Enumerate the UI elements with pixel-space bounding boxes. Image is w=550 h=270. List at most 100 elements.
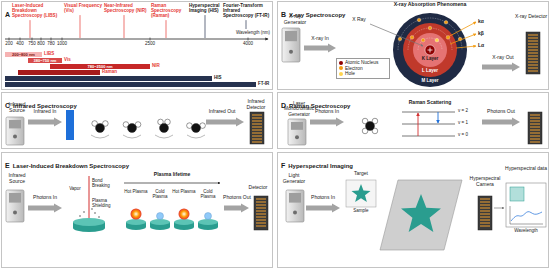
legend-swatch: [339, 61, 343, 65]
vapor-particle: [98, 216, 100, 218]
tick-label: 400: [12, 42, 28, 47]
range-leader: [246, 20, 247, 29]
block-arrow: [482, 63, 520, 72]
detector-stripe: [480, 220, 490, 221]
cold-plasma: [205, 213, 212, 220]
source-device: [6, 117, 24, 145]
level-label: v = 1: [458, 121, 478, 126]
panel: ELaser-Induced Breakdown Spectroscopy: [1, 152, 273, 268]
detector-stripe: [480, 208, 490, 209]
detector-device: [254, 196, 268, 230]
vapor-particle: [91, 208, 93, 210]
detector-stripe: [480, 226, 490, 227]
detector-stripe: [252, 130, 262, 131]
shell-particle: [444, 20, 448, 24]
device-knob: [13, 135, 17, 139]
technique-label: Raman Spectroscopy (Raman): [151, 3, 187, 18]
panel-letter: A: [5, 11, 10, 18]
detector-stripe: [528, 71, 538, 72]
detector-stripe: [480, 217, 490, 218]
emission-line-label: kα: [478, 19, 490, 25]
shell-particle: [435, 38, 439, 42]
shell-particle: [421, 38, 425, 42]
panel: BX-ray Spectroscopy: [277, 1, 549, 90]
arrow-label: Photons Out: [222, 195, 252, 201]
atom-ball: [366, 122, 375, 131]
source-device: [282, 28, 300, 62]
emission-line-label: Lα: [478, 43, 490, 49]
axis-title: Wavelength (nm): [234, 31, 272, 36]
detector-stripe: [480, 205, 490, 206]
detector-stripe: [530, 130, 540, 131]
layer-label: M Layer: [415, 79, 445, 84]
detector-stripe: [530, 139, 540, 140]
vibration-arc: [155, 135, 173, 138]
detector-stripe: [528, 44, 538, 45]
sample-label: Sample: [346, 209, 376, 214]
data-cube: [510, 187, 524, 201]
detector-stripe: [528, 68, 538, 69]
axis-tick: [32, 38, 33, 41]
source-device: [6, 190, 24, 222]
lifetime-arrow: [124, 183, 220, 184]
detector-stripe: [252, 127, 262, 128]
detector-stripe: [480, 214, 490, 215]
spectrum-curve: [511, 212, 542, 221]
detector-stripe: [480, 199, 490, 200]
axis-tick: [62, 38, 63, 41]
layer-label: K Layer: [415, 57, 445, 62]
device-label: Infrared Detector: [240, 99, 272, 110]
detector-stripe: [256, 217, 266, 218]
detector-stripe: [530, 124, 540, 125]
detector-stripe: [530, 133, 540, 134]
device-knob: [293, 210, 297, 214]
detector-device: [478, 196, 492, 230]
atom-shell: [393, 13, 467, 87]
atomic-nucleus: [425, 45, 435, 55]
axis-tick: [248, 38, 249, 41]
device-label: Infrared Source: [3, 173, 31, 184]
legend-text: Atomic Nucleus: [345, 60, 378, 66]
vibration-arc: [91, 135, 109, 138]
detector-stripe: [256, 208, 266, 209]
shell-particle: [398, 37, 402, 41]
detector-stripe: [528, 56, 538, 57]
detector-device: [526, 32, 540, 74]
detector-stripe: [530, 115, 540, 116]
detector-stripe: [256, 220, 266, 221]
energy-level: [402, 124, 455, 125]
arrow-label: Photons In: [306, 195, 340, 201]
scattering-arrow: [438, 112, 439, 123]
device-panel: [291, 122, 303, 130]
tick-label: 200: [1, 42, 17, 47]
range-label: 200~800 nm: [5, 53, 42, 57]
range-leader: [205, 15, 206, 38]
detector-stripe: [528, 53, 538, 54]
range-bar: [5, 52, 42, 57]
axis-tick: [51, 38, 52, 41]
device-knob: [13, 210, 17, 214]
detector-stripe: [256, 199, 266, 200]
hot-plasma: [131, 209, 142, 220]
technique-label: Near-Infrared Spectroscopy (NIR): [104, 3, 150, 13]
detector-stripe: [256, 214, 266, 215]
tick-label: 780: [43, 42, 59, 47]
hot-plasma: [179, 209, 190, 220]
vapor-particle: [79, 215, 81, 217]
process-label: Bond Breaking: [92, 179, 119, 189]
panel-letter: E: [5, 162, 10, 169]
range-label: 780~2500 nm: [50, 65, 150, 69]
detector-stripe: [528, 38, 538, 39]
detector-stripe: [480, 223, 490, 224]
axis-tick: [41, 38, 42, 41]
detector-stripe: [252, 115, 262, 116]
process-label: Plasma Shielding: [92, 199, 120, 209]
legend-swatch: [339, 66, 343, 70]
source-device: [288, 119, 306, 145]
detector-stripe: [528, 62, 538, 63]
emission-line-label: kβ: [478, 31, 490, 37]
technique-label: Hyperspectral Imaging (HIS): [189, 3, 222, 13]
range-leader: [124, 15, 125, 38]
detector-stripe: [528, 41, 538, 42]
